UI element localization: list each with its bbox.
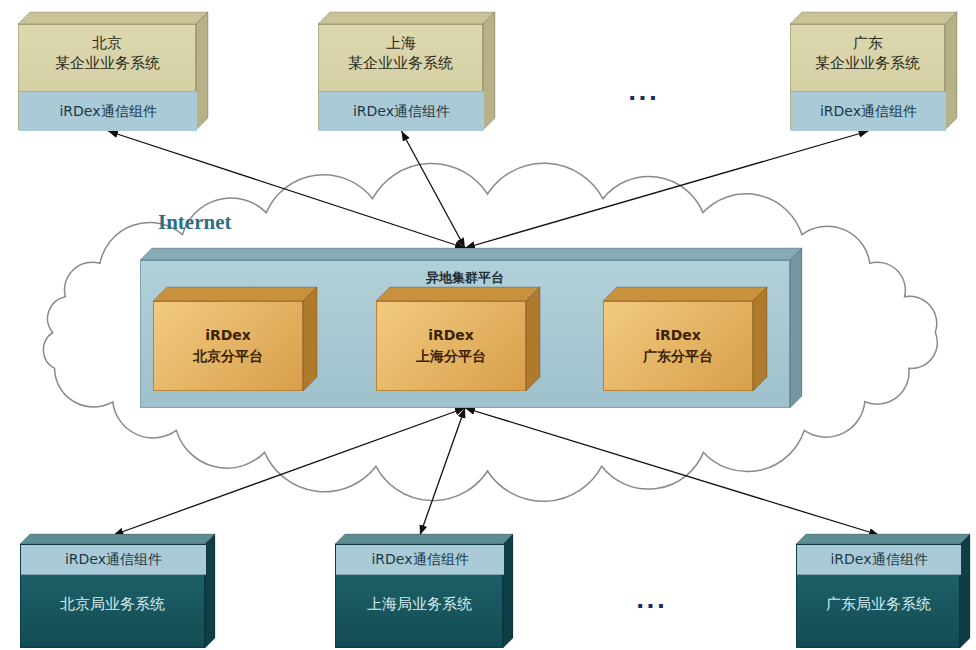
side-face	[196, 12, 208, 130]
top-face	[376, 287, 540, 301]
side-face	[960, 534, 970, 648]
connector-line	[465, 131, 869, 248]
node-text: 某企业业务系统	[19, 53, 195, 73]
comm-component-band: iRDex通信组件	[797, 545, 961, 575]
node-text: iRDex通信组件	[59, 103, 156, 121]
side-face	[945, 12, 957, 130]
node-text: 异地集群平台	[141, 269, 789, 287]
comm-component-band: iRDex通信组件	[21, 545, 206, 575]
enterprise-system-box: 广东某企业业务系统 iRDex通信组件	[790, 24, 945, 130]
connector-line	[465, 408, 879, 535]
comm-component-band: iRDex通信组件	[319, 91, 484, 131]
bureau-system-box: 上海局业务系统 iRDex通信组件	[335, 544, 503, 648]
side-face	[526, 287, 540, 391]
node-text: iRDex	[655, 325, 701, 346]
enterprise-system-box: 上海某企业业务系统 iRDex通信组件	[318, 24, 483, 130]
node-text: iRDex通信组件	[820, 103, 917, 121]
bureau-system-box: 北京局业务系统 iRDex通信组件	[20, 544, 205, 648]
node-text: 上海分平台	[416, 346, 486, 367]
node-text: 北京分平台	[193, 346, 263, 367]
node-text: 上海局业务系统	[336, 595, 502, 614]
side-face	[503, 534, 513, 648]
ellipsis-label: ...	[628, 80, 659, 105]
side-face	[790, 248, 802, 408]
top-face	[153, 287, 317, 301]
connector-line	[114, 408, 466, 535]
top-face	[20, 534, 215, 544]
node-text: iRDex通信组件	[65, 551, 162, 569]
enterprise-system-box: 北京某企业业务系统 iRDex通信组件	[18, 24, 196, 130]
side-face	[483, 12, 495, 130]
side-face	[205, 534, 215, 648]
node-text: 广东分平台	[643, 346, 713, 367]
top-face	[318, 12, 495, 24]
sub-platform-box: iRDex北京分平台	[153, 301, 303, 391]
comm-component-band: iRDex通信组件	[791, 91, 946, 131]
node-text: iRDex	[205, 325, 251, 346]
cloud-path	[43, 163, 937, 501]
node-text: 广东	[791, 33, 944, 53]
ellipsis-label: ...	[636, 588, 667, 613]
label-slot: ...	[628, 80, 659, 105]
connector-line	[402, 131, 466, 248]
cluster-platform: 异地集群平台iRDex北京分平台iRDex上海分平台iRDex广东分平台	[140, 260, 790, 408]
internet-cloud: Internet异地集群平台iRDex北京分平台iRDex上海分平台iRDex广…	[10, 160, 965, 505]
top-face	[603, 287, 767, 301]
node-text: 某企业业务系统	[791, 53, 944, 73]
side-face	[753, 287, 767, 391]
top-face	[140, 248, 802, 260]
top-face	[796, 534, 970, 544]
node-text: Internet	[158, 210, 231, 235]
node-text: 某企业业务系统	[319, 53, 482, 73]
node-text: 北京局业务系统	[21, 595, 204, 614]
side-face	[303, 287, 317, 391]
top-face	[790, 12, 957, 24]
node-text: iRDex通信组件	[371, 551, 468, 569]
node-text: iRDex通信组件	[830, 551, 927, 569]
node-text: 广东局业务系统	[797, 595, 959, 614]
comm-component-band: iRDex通信组件	[19, 91, 197, 131]
top-face	[335, 534, 513, 544]
node-text: iRDex	[428, 325, 474, 346]
bureau-system-box: 广东局业务系统 iRDex通信组件	[796, 544, 960, 648]
node-text: 上海	[319, 33, 482, 53]
comm-component-band: iRDex通信组件	[336, 545, 504, 575]
sub-platform-box: iRDex广东分平台	[603, 301, 753, 391]
top-face	[18, 12, 208, 24]
sub-platform-box: iRDex上海分平台	[376, 301, 526, 391]
node-text: iRDex通信组件	[353, 103, 450, 121]
label-slot: ...	[636, 588, 667, 613]
connector-line	[420, 408, 465, 535]
connector-line	[108, 131, 465, 248]
node-text: 北京	[19, 33, 195, 53]
